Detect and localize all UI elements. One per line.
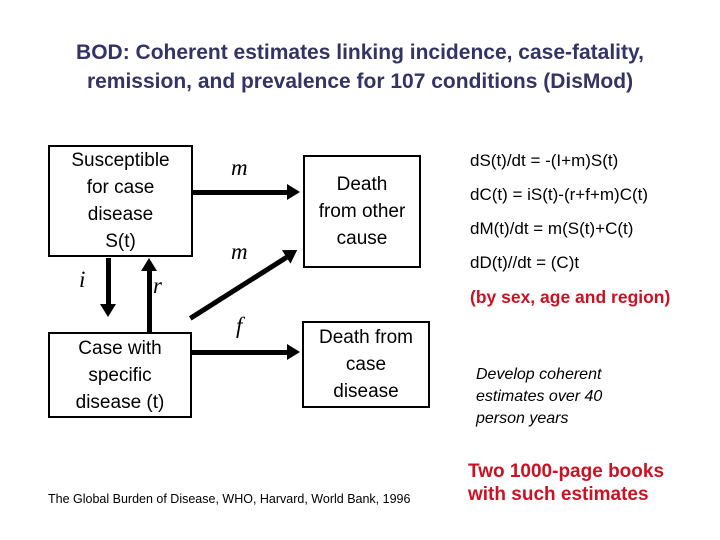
death-other-cause-line-1: Death <box>336 174 388 195</box>
case-box-line-2: specific <box>88 364 152 386</box>
arrow-up-head-icon <box>141 258 157 271</box>
arrow-incidence-susceptible-to-case <box>100 258 116 317</box>
susceptible-box-line-4: S(t) <box>105 231 136 252</box>
slide-title: BOD: Coherent estimates linking incidenc… <box>0 38 720 96</box>
death-case-disease-box: Death from case disease <box>302 321 430 408</box>
equation-dd-dt: dD(t)//dt = (C)t <box>470 253 580 272</box>
arrow-shaft <box>105 258 111 304</box>
arrow-mortality-susceptible-to-death-other <box>192 184 300 200</box>
books-note: Two 1000-page books with such estimates <box>468 460 664 506</box>
books-note-line-2: with such estimates <box>468 484 649 505</box>
rate-label-remission: r <box>153 273 162 298</box>
arrow-shaft <box>146 271 152 332</box>
rate-label-incidence: i <box>79 267 86 292</box>
arrow-shaft <box>192 189 287 195</box>
slide-title-line-1: BOD: Coherent estimates linking incidenc… <box>76 41 644 64</box>
death-case-line-3: disease <box>333 381 399 402</box>
rate-label-m-top: m <box>231 155 248 180</box>
death-case-line-2: case <box>345 354 387 375</box>
citation-footer: The Global Burden of Disease, WHO, Harva… <box>48 492 411 506</box>
develop-note-line-1: Develop coherent <box>476 366 602 383</box>
susceptible-box: Susceptible for case disease S(t) <box>48 145 193 257</box>
develop-note-line-2: estimates over 40 <box>476 388 603 405</box>
death-other-cause-line-2: from other <box>318 201 406 222</box>
slide-title-line-2: remission, and prevalence for 107 condit… <box>86 70 634 93</box>
susceptible-box-line-3: disease <box>87 204 154 225</box>
arrow-right-head-icon <box>287 184 300 200</box>
equation-dc-dt: dC(t) = iS(t)-(r+f+m)C(t) <box>470 185 649 204</box>
arrow-remission-case-to-susceptible <box>141 258 157 332</box>
by-sex-age-region-note: (by sex, age and region) <box>470 287 671 307</box>
arrow-down-head-icon <box>100 304 116 317</box>
equation-dm-dt: dM(t)/dt = m(S(t)+C(t) <box>470 219 634 238</box>
develop-estimates-note: Develop coherent estimates over 40 perso… <box>476 364 602 430</box>
rate-label-m-diagonal: m <box>231 239 248 264</box>
case-box-line-1: Case with <box>78 337 162 359</box>
arrow-fatality-case-to-death-case <box>192 344 300 360</box>
arrow-right-head-icon <box>287 344 300 360</box>
books-note-line-1: Two 1000-page books <box>468 461 665 482</box>
case-box-line-3: disease (t) <box>75 391 165 413</box>
develop-note-line-3: person years <box>476 410 569 427</box>
arrow-shaft <box>192 349 287 355</box>
arrow-shaft <box>188 254 288 321</box>
susceptible-box-line-2: for case <box>86 177 155 198</box>
susceptible-box-line-1: Susceptible <box>71 150 170 171</box>
death-case-line-1: Death from <box>319 327 413 348</box>
equation-ds-dt: dS(t)/dt = -(I+m)S(t) <box>470 151 619 170</box>
case-specific-disease-box: Case with specific disease (t) <box>48 332 192 418</box>
rate-label-fatality: f <box>236 313 243 338</box>
death-other-cause-line-3: cause <box>336 228 388 249</box>
death-other-cause-box: Death from other cause <box>303 155 421 268</box>
